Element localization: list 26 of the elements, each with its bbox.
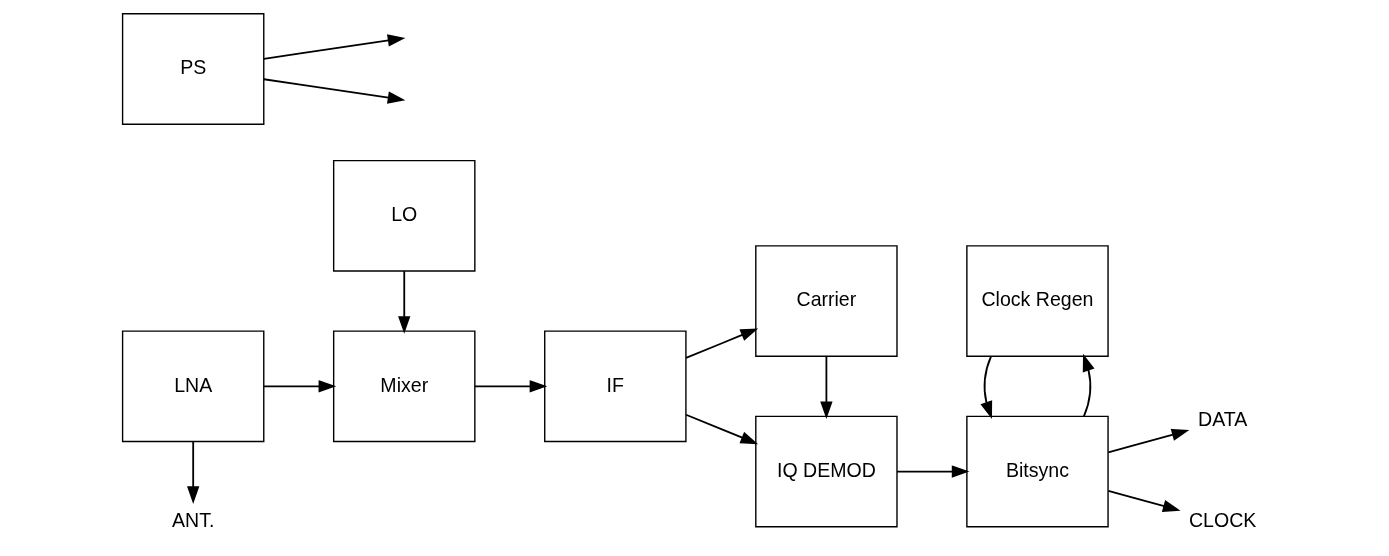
arrow (684, 413, 758, 445)
node-box: Clock Regen (965, 245, 1109, 357)
arrow (186, 440, 199, 504)
node-box: IQ DEMOD (754, 415, 898, 528)
arrow (1106, 428, 1189, 454)
node-box: Bitsync (965, 415, 1109, 528)
arrow (1082, 353, 1094, 418)
arrow (979, 355, 992, 419)
arrow (262, 78, 405, 104)
arrow (262, 380, 336, 393)
node-box: PS (121, 13, 264, 125)
arrow (1106, 489, 1180, 512)
node-text: DATA (1197, 408, 1247, 431)
arrow (684, 328, 758, 359)
arrow (895, 465, 969, 478)
node-box: Mixer (332, 330, 476, 443)
node-box: Carrier (754, 245, 898, 357)
arrow (819, 355, 833, 420)
arrow (397, 270, 410, 334)
node-box: LNA (121, 330, 264, 443)
arrow (473, 380, 547, 393)
node-box: IF (543, 330, 687, 443)
node-text: CLOCK (1188, 509, 1256, 532)
arrow (262, 34, 405, 60)
node-text: ANT. (171, 509, 214, 532)
node-box: LO (332, 159, 476, 272)
